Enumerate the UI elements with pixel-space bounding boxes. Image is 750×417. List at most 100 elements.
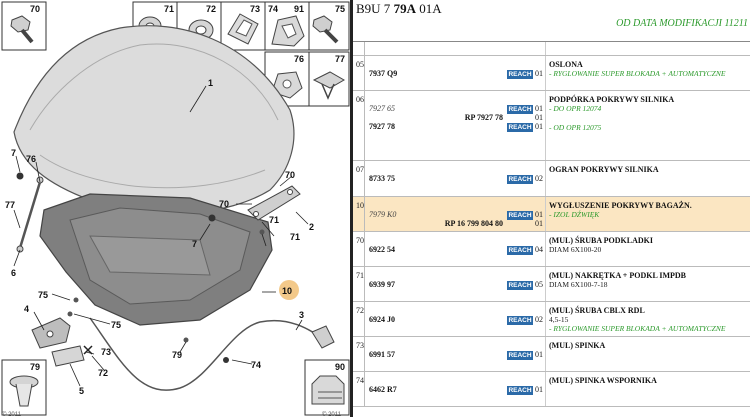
- reach-badge[interactable]: REACH: [507, 316, 533, 325]
- prop-rod-part[interactable]: [16, 176, 44, 253]
- row-index-cell: 72: [353, 302, 365, 336]
- inset-box-79[interactable]: 79: [1, 359, 47, 416]
- bolt-icon: [312, 15, 339, 44]
- callout-77: 77: [5, 200, 15, 210]
- callout-71a: 71: [269, 215, 279, 225]
- quantity: 01: [535, 210, 543, 219]
- callout-10-badge[interactable]: 10: [279, 280, 299, 300]
- reach-badge[interactable]: REACH: [507, 211, 533, 220]
- inset-box-70[interactable]: 70: [1, 1, 47, 51]
- callout-70b: 70: [285, 170, 295, 180]
- quantity: 01: [535, 385, 543, 394]
- row-index-cell: 71: [353, 267, 365, 301]
- svg-text:79: 79: [30, 362, 40, 372]
- column-separator: [545, 302, 546, 336]
- reach-badge[interactable]: REACH: [507, 351, 533, 360]
- row-index: 74: [356, 376, 364, 385]
- callout-7a: 7: [11, 148, 16, 158]
- row-index-cell: 10: [353, 197, 365, 231]
- part-number[interactable]: 8733 75: [369, 174, 395, 183]
- reach-badge[interactable]: REACH: [507, 105, 533, 114]
- svg-text:76: 76: [294, 54, 304, 64]
- bonnet-part[interactable]: [13, 25, 295, 216]
- part-number[interactable]: 7927 78: [369, 122, 395, 132]
- svg-text:75: 75: [335, 4, 345, 14]
- callout-79: 79: [172, 350, 182, 360]
- row-index-cell: 70: [353, 232, 365, 266]
- column-separator: [545, 161, 546, 196]
- row-index: 73: [356, 341, 364, 350]
- column-separator: [545, 91, 546, 160]
- part-number[interactable]: 6991 57: [369, 350, 395, 359]
- panel-divider[interactable]: [350, 0, 353, 417]
- row-index: 07: [356, 165, 364, 174]
- part-number[interactable]: 7937 Q9: [369, 69, 398, 78]
- catalog-reference: B9U 7 79A 01A: [356, 1, 442, 16]
- inset-box-90[interactable]: 90: [304, 359, 350, 416]
- lock-part[interactable]: [31, 317, 71, 349]
- quantity: 02: [535, 315, 543, 324]
- callout-73: 73: [101, 347, 111, 357]
- applicability-note: - OD OPR 12075: [549, 122, 602, 132]
- inset-box-73[interactable]: 73: [220, 1, 266, 51]
- diagram-drawing: 70 71 72 73: [1, 1, 350, 417]
- part-number[interactable]: 7927 65: [369, 104, 395, 113]
- reach-badge[interactable]: REACH: [507, 386, 533, 395]
- part-description: OGRAN POKRYWY SILNIKA: [549, 165, 659, 174]
- column-separator: [545, 197, 546, 231]
- quantity: 01: [535, 350, 543, 359]
- part-number[interactable]: 6922 54: [369, 245, 395, 254]
- reach-badge[interactable]: REACH: [507, 123, 533, 133]
- handle-part[interactable]: [51, 345, 85, 367]
- row-index: 72: [356, 306, 364, 315]
- callout-2: 2: [309, 222, 314, 232]
- row-index: 71: [356, 271, 364, 280]
- row-index-cell: 73: [353, 337, 365, 371]
- callout-71b: 71: [290, 232, 300, 242]
- replacement-part-number[interactable]: RP 7927 78: [464, 113, 503, 123]
- part-spec: DIAM 6X100-7-18: [549, 280, 608, 290]
- callout-4: 4: [24, 304, 29, 314]
- column-separator: [545, 267, 546, 301]
- part-description: (MUL) ŚRUBA PODKLADKI: [549, 236, 654, 245]
- quantity: 01: [535, 69, 543, 78]
- inset-box-77[interactable]: 77: [308, 51, 350, 107]
- part-number[interactable]: 6939 97: [369, 280, 395, 289]
- callout-75b: 75: [111, 320, 121, 330]
- release-cable-part[interactable]: [89, 317, 335, 391]
- svg-text:91: 91: [294, 4, 304, 14]
- reach-badge[interactable]: REACH: [507, 246, 533, 255]
- reach-badge[interactable]: REACH: [507, 281, 533, 290]
- inset-box-75[interactable]: 75: [308, 1, 350, 51]
- insulation-pad-part[interactable]: [39, 193, 273, 326]
- row-index-cell: 07: [353, 161, 365, 196]
- svg-text:74: 74: [268, 4, 278, 14]
- applicability-note: - IZOL DŹWIĘK: [549, 210, 600, 220]
- part-number[interactable]: 7979 K0: [369, 210, 397, 219]
- quantity: 01: [535, 219, 543, 229]
- reach-badge[interactable]: REACH: [507, 70, 533, 79]
- callout-6: 6: [11, 268, 16, 278]
- modification-date-note: OD DATA MODIFIKACJI 11211: [616, 18, 748, 29]
- part-description: (MUL) NAKRĘTKA + PODKL IMPDB: [549, 271, 687, 280]
- inset-label-70: 70: [30, 4, 40, 14]
- hinge-part[interactable]: [247, 185, 301, 221]
- reach-badge[interactable]: REACH: [507, 175, 533, 184]
- callout-76: 76: [26, 154, 36, 164]
- inset-box-74[interactable]: 74 91: [264, 1, 310, 51]
- part-number[interactable]: 6462 R7: [369, 385, 397, 394]
- part-description: OSLONA: [549, 60, 583, 69]
- replacement-part-number[interactable]: RP 16 799 804 80: [444, 219, 503, 229]
- part-number[interactable]: 6924 J0: [369, 315, 395, 324]
- exploded-diagram: 70 71 72 73: [0, 0, 350, 417]
- row-index-cell: 74: [353, 372, 365, 406]
